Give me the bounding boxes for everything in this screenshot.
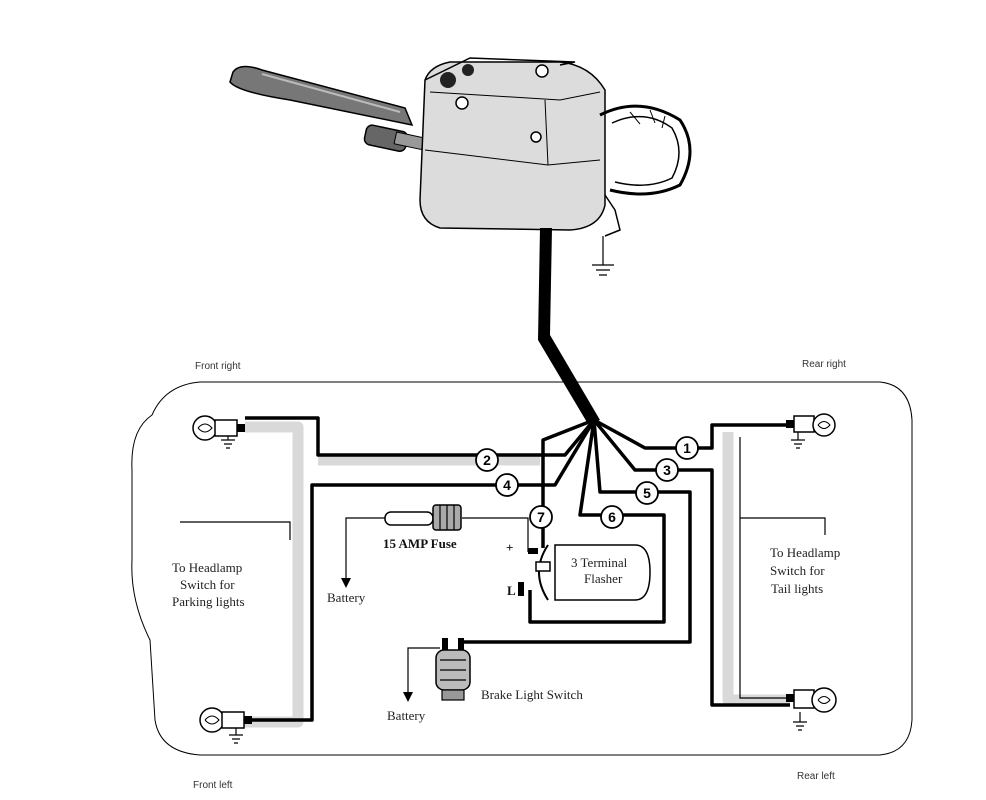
wire-number-7: 7: [537, 509, 545, 525]
lamp-rear-left: [786, 687, 837, 731]
label-flasher-line1: 3 Terminal: [571, 555, 628, 570]
label-parking-line3: Parking lights: [172, 594, 245, 609]
label-flasher-line2: Flasher: [584, 571, 623, 586]
wire-number-4: 4: [503, 477, 511, 493]
label-front-right: Front right: [195, 361, 241, 372]
fuse-holder: [384, 504, 462, 531]
ground-symbol-switch: [592, 236, 614, 276]
wire-marker-3: 3: [655, 458, 679, 482]
wire-number-2: 2: [483, 452, 491, 468]
thin-wires: [180, 428, 826, 735]
label-brake-switch: Brake Light Switch: [481, 687, 583, 702]
wire-marker-4: 4: [495, 473, 519, 497]
label-front-left: Front left: [193, 780, 233, 791]
battery-arrow-fuse: [341, 578, 351, 588]
label-flasher-l: L: [507, 583, 516, 598]
wire-number-1: 1: [683, 440, 691, 456]
lamp-front-right: [192, 415, 245, 449]
wire-number-markers: 1 2 3 4 5 6 7: [475, 436, 699, 529]
wire-number-5: 5: [643, 485, 651, 501]
label-parking-line2: Switch for: [180, 577, 235, 592]
harness-shading: [240, 421, 790, 728]
wire-number-6: 6: [608, 509, 616, 525]
wire-number-3: 3: [663, 462, 671, 478]
harness-wires: [245, 416, 790, 722]
label-fuse: 15 AMP Fuse: [383, 536, 457, 551]
label-tail-line3: Tail lights: [771, 581, 823, 596]
main-harness-cable: [538, 228, 600, 424]
label-battery-fuse: Battery: [327, 590, 366, 605]
battery-arrow-brake: [403, 692, 413, 702]
wire-marker-7: 7: [529, 505, 553, 529]
wire-marker-2: 2: [475, 448, 499, 472]
brake-light-switch: [435, 638, 471, 701]
label-parking-line1: To Headlamp: [172, 560, 242, 575]
label-tail-line2: Switch for: [770, 563, 825, 578]
lamp-rear-right: [786, 413, 836, 449]
label-tail-line1: To Headlamp: [770, 545, 840, 560]
label-rear-right: Rear right: [802, 359, 846, 370]
lamp-front-left: [199, 707, 252, 744]
vehicle-body-outline: [131, 381, 913, 756]
label-rear-left: Rear left: [797, 771, 835, 782]
turn-signal-switch: [229, 57, 692, 237]
label-battery-brake: Battery: [387, 708, 426, 723]
wire-marker-6: 6: [600, 505, 624, 529]
flasher-unit: [518, 544, 651, 601]
wire-marker-5: 5: [635, 481, 659, 505]
label-flasher-plus: +: [506, 540, 513, 555]
wire-marker-1: 1: [675, 436, 699, 460]
